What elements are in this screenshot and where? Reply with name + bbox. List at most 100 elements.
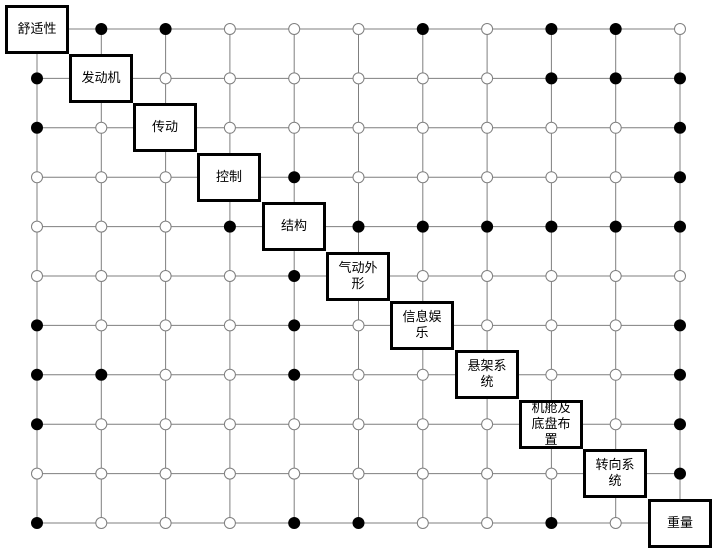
interaction-dot-empty [159, 517, 172, 529]
interaction-dot-empty [545, 121, 558, 134]
component-box-border [69, 54, 133, 103]
interaction-dot-filled [545, 72, 558, 85]
interaction-dot-empty [416, 72, 429, 85]
interaction-dot-empty [416, 171, 429, 184]
interaction-dot-filled [545, 220, 558, 233]
interaction-dot-empty [95, 171, 108, 184]
interaction-dot-empty [223, 270, 236, 282]
component-label: 控制 [216, 170, 242, 185]
interaction-dot-empty [545, 368, 558, 381]
interaction-dot-empty [223, 368, 236, 381]
component-box-border [262, 202, 326, 251]
component-label: 统 [608, 474, 621, 489]
component-box: 结构 [262, 202, 326, 251]
interaction-dot-empty [159, 368, 172, 381]
component-box-border [583, 449, 647, 498]
component-label: 结构 [281, 219, 307, 234]
component-box-border [390, 301, 454, 350]
interaction-dot-filled [31, 368, 43, 381]
interaction-dot-empty [159, 418, 172, 431]
interaction-dot-empty [481, 121, 494, 134]
component-box-border [326, 252, 390, 301]
component-label: 重量 [667, 515, 693, 531]
interaction-dot-filled [609, 220, 622, 233]
interaction-dot-empty [609, 368, 622, 381]
interaction-dot-empty [481, 270, 494, 282]
interaction-dot-empty [159, 220, 172, 233]
interaction-dot-empty [609, 171, 622, 184]
interaction-dot-empty [416, 368, 429, 381]
component-label: 气动外 [338, 260, 377, 276]
interaction-dot-empty [545, 319, 558, 332]
interaction-dot-filled [95, 368, 108, 381]
interaction-dot-empty [288, 418, 301, 431]
interaction-dot-empty [31, 220, 43, 233]
interaction-dot-empty [609, 121, 622, 134]
interaction-dot-filled [545, 23, 558, 35]
interaction-dot-filled [31, 72, 43, 85]
interaction-dot-empty [223, 467, 236, 480]
interaction-dot-empty [416, 121, 429, 134]
interaction-dot-empty [288, 23, 301, 35]
component-label: 发动机 [81, 70, 120, 86]
interaction-dot-empty [223, 23, 236, 35]
interaction-dot-filled [609, 23, 622, 35]
component-label: 舒适性 [17, 22, 56, 37]
interaction-dot-empty [545, 270, 558, 282]
component-box: 发动机 [69, 54, 133, 103]
interaction-dot-empty [609, 418, 622, 431]
interaction-dot-empty [95, 517, 108, 529]
interaction-dot-filled [674, 368, 686, 381]
interaction-dot-empty [545, 467, 558, 480]
interaction-dot-empty [352, 121, 365, 134]
interaction-dot-empty [223, 72, 236, 85]
interaction-dot-empty [352, 368, 365, 381]
interaction-dot-empty [352, 319, 365, 332]
interaction-dot-empty [95, 467, 108, 480]
component-box-border [197, 153, 261, 202]
interaction-dot-filled [31, 121, 43, 134]
component-label: 信息娱 [402, 309, 441, 325]
interaction-dot-empty [159, 467, 172, 480]
interaction-dot-empty [352, 23, 365, 35]
interaction-dot-empty [481, 418, 494, 431]
interaction-dot-filled [545, 517, 558, 529]
interaction-dot-filled [288, 517, 301, 529]
interaction-dot-empty [352, 418, 365, 431]
component-label: 传动 [152, 120, 178, 135]
interaction-dot-empty [481, 517, 494, 529]
interaction-dot-filled [416, 220, 429, 233]
interaction-dot-empty [95, 270, 108, 282]
interaction-dot-empty [416, 517, 429, 529]
component-label: 悬架系 [467, 359, 506, 374]
component-box-border [5, 5, 69, 54]
interaction-dot-filled [31, 418, 43, 431]
interaction-dot-filled [674, 171, 686, 184]
interaction-dot-empty [609, 270, 622, 282]
component-box-border [648, 499, 712, 548]
component-box: 重量 [648, 499, 712, 548]
interaction-dot-empty [352, 467, 365, 480]
interaction-dot-filled [674, 72, 686, 85]
interaction-dot-filled [288, 319, 301, 332]
interaction-dot-filled [159, 23, 172, 35]
interaction-dot-filled [288, 270, 301, 282]
interaction-dot-empty [481, 171, 494, 184]
interaction-dot-empty [609, 319, 622, 332]
interaction-dot-empty [288, 72, 301, 85]
component-box-border [133, 103, 197, 152]
interaction-dot-filled [288, 368, 301, 381]
interaction-dot-empty [352, 171, 365, 184]
interaction-dot-empty [159, 171, 172, 184]
interaction-dot-empty [223, 418, 236, 431]
interaction-dot-empty [95, 319, 108, 332]
interaction-dots [31, 23, 686, 529]
interaction-dot-empty [31, 270, 43, 282]
component-box: 传动 [133, 103, 197, 152]
interaction-dot-empty [481, 23, 494, 35]
